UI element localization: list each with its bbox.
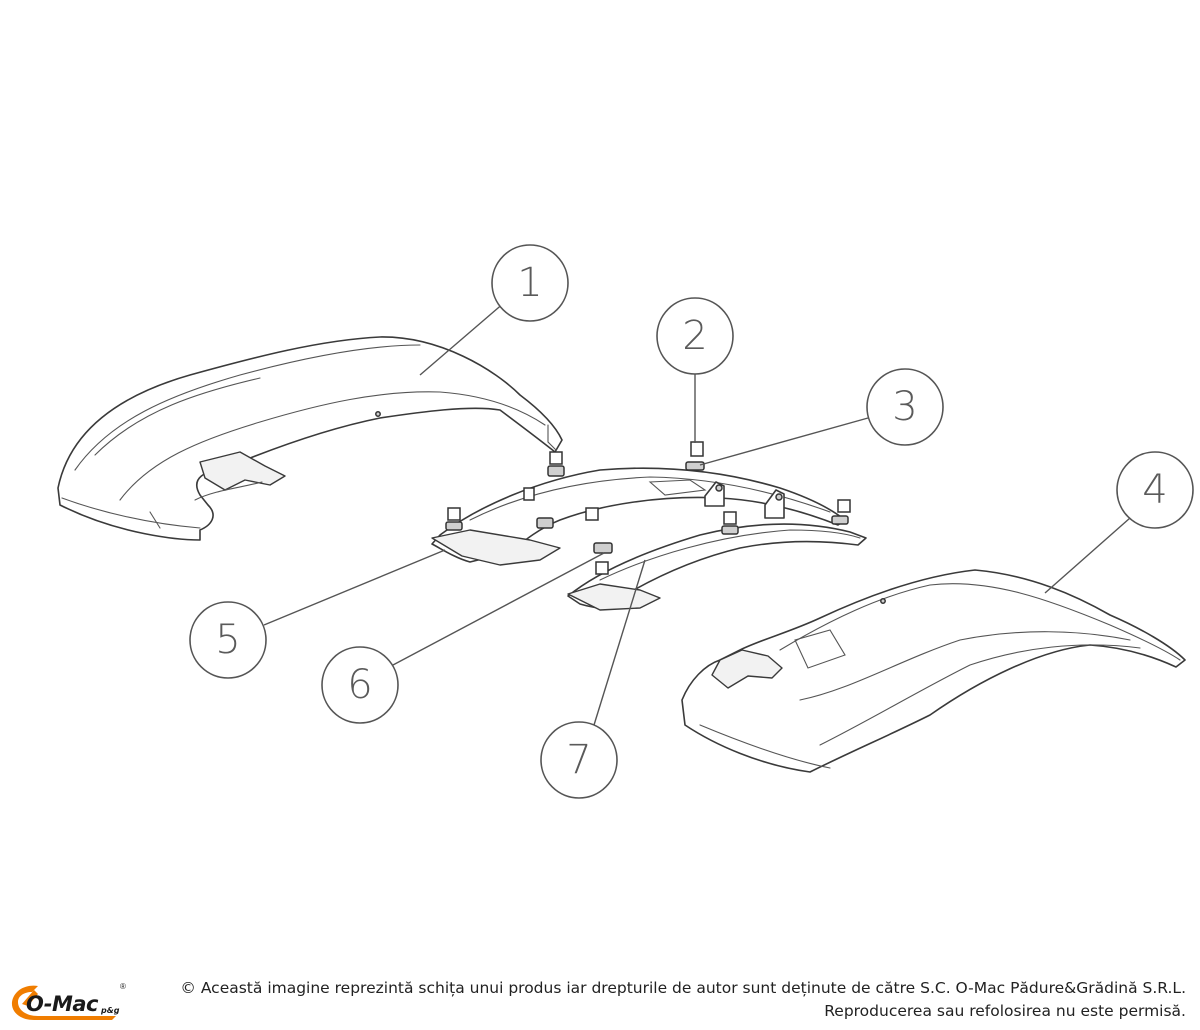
bracket-right — [567, 481, 867, 611]
bolt-top-center — [685, 441, 705, 471]
callout-6-label: 6 — [347, 662, 372, 708]
callout-3: 3 — [866, 368, 944, 446]
bolt-middle-a — [523, 487, 554, 529]
bolt-middle-b — [585, 507, 613, 575]
logo-sub: p&g — [101, 1006, 120, 1015]
exploded-parts-diagram: 1 2 3 4 5 6 7 — [57, 244, 1194, 799]
logo-text: O-Mac — [26, 992, 98, 1016]
bolt-right-end — [831, 499, 851, 525]
hardware — [445, 441, 851, 575]
bolt-right-a — [721, 511, 739, 535]
omac-logo: O-Mac p&g ® — [8, 980, 126, 1024]
callout-1: 1 — [491, 244, 569, 322]
copyright-notice: © Această imagine reprezintă schița unui… — [180, 977, 1186, 1023]
footer: O-Mac p&g ® © Această imagine reprezintă… — [0, 970, 1200, 1030]
callout-6: 6 — [321, 646, 399, 724]
bolt-top-left — [547, 451, 565, 477]
copyright-line-2: Reproducerea sau refolosirea nu este per… — [824, 1002, 1186, 1020]
leader-lines — [263, 301, 1131, 726]
callout-4: 4 — [1116, 451, 1194, 529]
callout-5: 5 — [189, 601, 267, 679]
callout-1-label: 1 — [517, 260, 542, 306]
bolt-left-end — [445, 507, 463, 531]
callout-7-label: 7 — [566, 737, 591, 783]
bracket-left — [431, 467, 846, 566]
callout-5-label: 5 — [215, 617, 240, 663]
copyright-line-1: © Această imagine reprezintă schița unui… — [180, 979, 1186, 997]
fender-right — [681, 569, 1186, 773]
callout-7: 7 — [540, 721, 618, 799]
callout-4-label: 4 — [1142, 467, 1167, 513]
logo-swoosh-icon — [11, 985, 117, 1020]
callout-2-label: 2 — [682, 313, 707, 359]
fender-left — [57, 336, 563, 541]
callout-3-label: 3 — [892, 384, 917, 430]
logo-registered-mark: ® — [120, 982, 126, 991]
callout-2: 2 — [656, 297, 734, 375]
